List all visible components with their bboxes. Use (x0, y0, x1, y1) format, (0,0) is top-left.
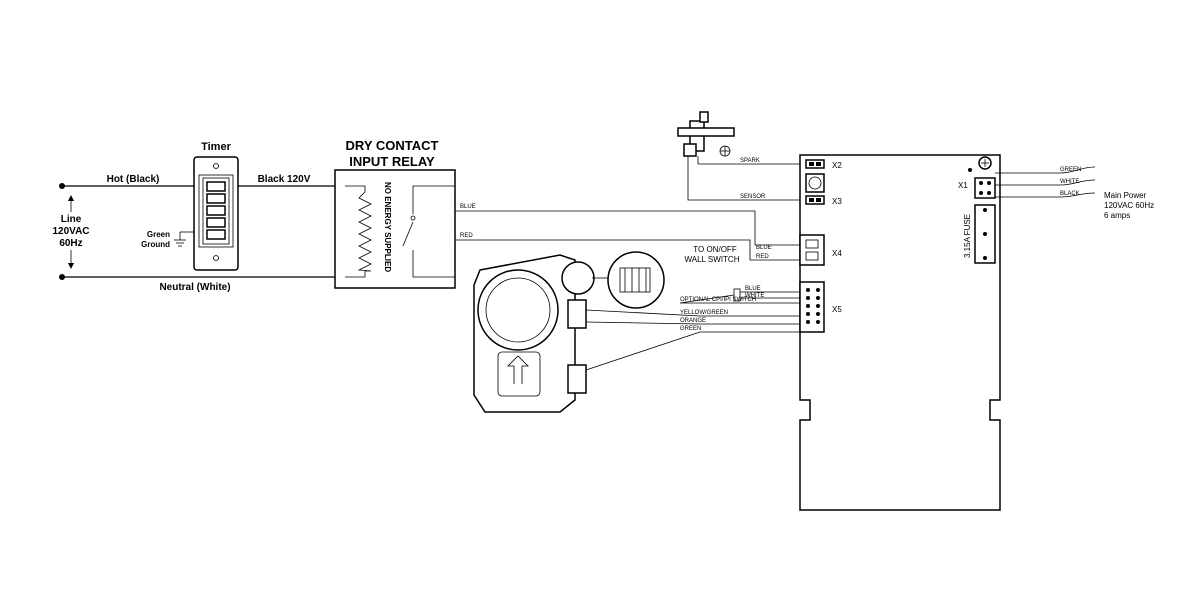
timer-button (206, 181, 226, 192)
x1-connector (974, 177, 996, 199)
relay-coil (357, 191, 372, 272)
timer-button (206, 205, 226, 216)
green-wire (585, 331, 800, 371)
main-power-label: Main Power (1104, 191, 1147, 200)
orange-wire (585, 321, 800, 325)
valve-connector-detail (561, 261, 595, 295)
x3-connector (805, 195, 825, 205)
power-black-label: BLACK (1060, 191, 1080, 197)
relay-blue-label: BLUE (460, 204, 476, 210)
main-power-current: 6 amps (1104, 211, 1130, 220)
ground-label-2: Ground (141, 240, 170, 249)
power-green-label: GREEN (1060, 167, 1081, 173)
gas-valve: YELLOW/GREEN ORANGE GREEN BLUE WHITE OPT… (473, 251, 800, 413)
pilot-assembly: SPARK SENSOR (677, 111, 806, 201)
wall-switch-label: TO ON/OFF (693, 245, 737, 254)
ifc-module: X2 X3 X4 X5 X1 3.15A (799, 154, 1001, 511)
sensor-label: SENSOR (740, 194, 766, 200)
dry-contact-relay: DRY CONTACT INPUT RELAY NO ENERGY SUPPLI… (334, 138, 456, 289)
orange-label: ORANGE (680, 318, 706, 324)
neutral-wire-label: Neutral (White) (159, 282, 230, 293)
x1-label: X1 (958, 181, 968, 190)
valve-connector-zoom (607, 251, 665, 309)
x5-blue-label: BLUE (745, 286, 761, 292)
x5-white-label: WHITE (745, 293, 764, 299)
cpi-switch-label: OPTIONAL CPI/IPI SWITCH (680, 297, 756, 303)
relay-outputs: BLUE RED BLUE RED TO ON/OFF WALL SWITCH (454, 186, 800, 277)
faceplate-screw (213, 255, 219, 261)
x4-label: X4 (832, 249, 842, 258)
power-white-label: WHITE (1060, 179, 1079, 185)
timer-button (206, 229, 226, 240)
blue-wire (454, 186, 800, 246)
main-power-voltage: 120VAC 60Hz (1104, 201, 1154, 210)
green-label: GREEN (680, 326, 701, 332)
timer-button (206, 217, 226, 228)
line-input: Line 120VAC 60Hz Hot (Black) Neutral (Wh… (52, 174, 335, 293)
relay-coil-label: NO ENERGY SUPPLIED (383, 182, 392, 272)
white-wire (995, 179, 1096, 186)
x4-blue-label: BLUE (756, 245, 772, 251)
valve-dial-inner (485, 277, 551, 343)
yellow-green-wire (585, 309, 800, 317)
sensor-wire (687, 156, 806, 201)
relay-title: DRY CONTACT (346, 138, 439, 153)
x4-red-label: RED (756, 254, 769, 260)
timer-title: Timer (201, 141, 231, 153)
hot-wire-label: Hot (Black) (107, 174, 160, 185)
x5-connector (799, 281, 825, 333)
x4-connector (799, 234, 825, 266)
spark-label: SPARK (740, 158, 760, 164)
module-board (799, 154, 1001, 511)
x5-label: X5 (832, 305, 842, 314)
ground-wire (995, 166, 1096, 174)
x2-connector (805, 159, 825, 169)
line-label: Line (61, 214, 82, 225)
timer-button (206, 193, 226, 204)
line-voltage-label: 120VAC (52, 226, 89, 237)
valve-dial-outer (477, 269, 559, 351)
wall-switch-label-2: WALL SWITCH (685, 255, 740, 264)
timer: Timer Black 120V Green Ground (141, 141, 335, 271)
ground-label: Green (147, 230, 170, 239)
x3-label: X3 (832, 197, 842, 206)
faceplate-screw (213, 163, 219, 169)
line-frequency-label: 60Hz (59, 238, 82, 249)
x2-label: X2 (832, 161, 842, 170)
main-power: GREEN WHITE BLACK Main Power 120VAC 60Hz… (995, 166, 1154, 220)
fuse-label: 3.15A FUSE (963, 214, 972, 258)
relay-red-label: RED (460, 233, 473, 239)
relay-box (334, 169, 456, 289)
black-120v-label: Black 120V (258, 174, 311, 185)
black-wire (995, 192, 1096, 198)
flow-arrow-icon (507, 355, 529, 384)
relay-contact (402, 221, 414, 247)
yellow-green-label: YELLOW/GREEN (680, 310, 728, 316)
relay-title-2: INPUT RELAY (349, 154, 435, 169)
red-wire (454, 239, 800, 277)
